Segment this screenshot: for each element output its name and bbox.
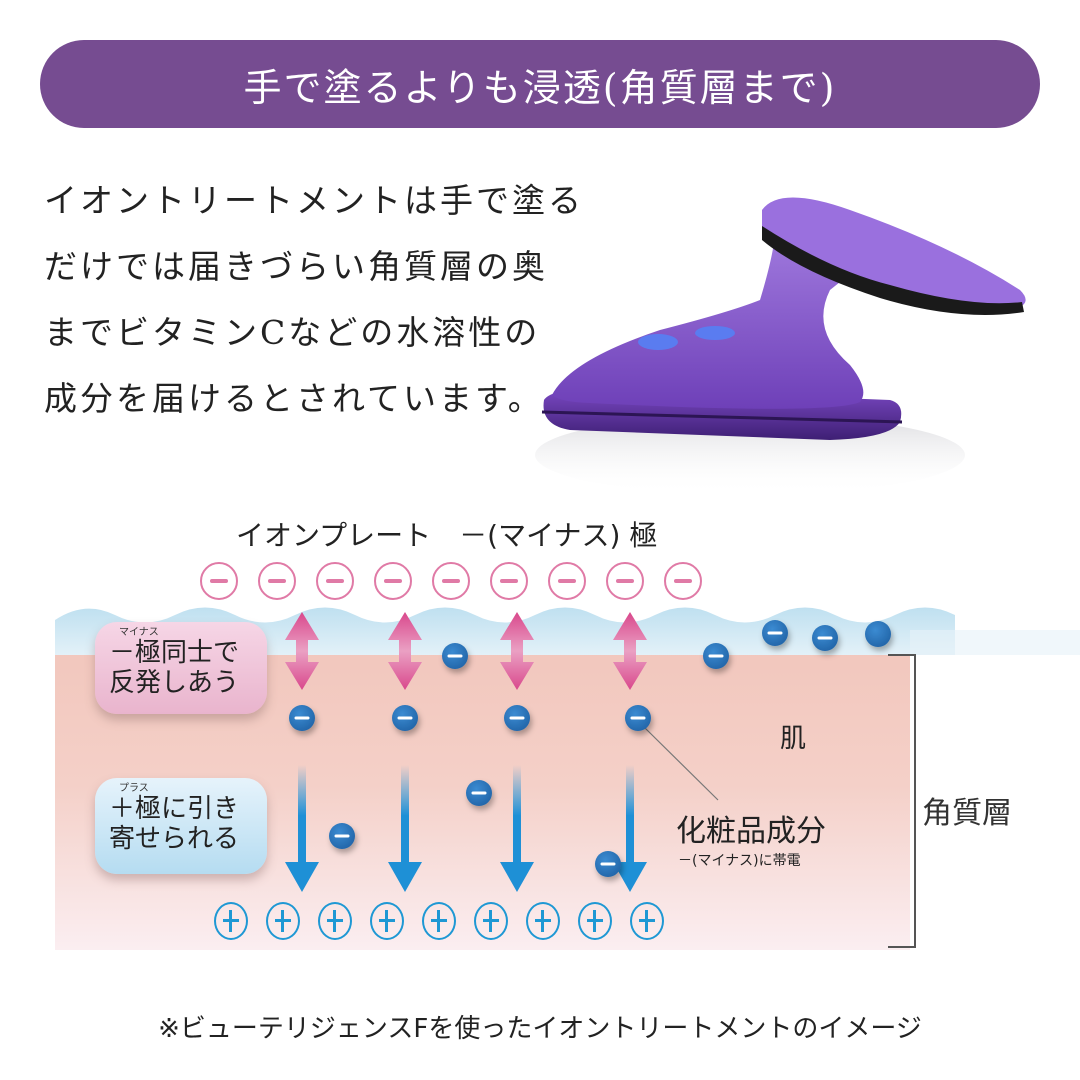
banner-title: 手で塗るよりも浸透(角質層まで) — [243, 65, 837, 110]
attract-ruby: プラス — [119, 783, 149, 794]
minus-circle-icon — [664, 562, 702, 600]
repel-ruby: マイナス — [119, 627, 159, 638]
plus-circle-icon — [474, 902, 508, 940]
repel-line-1: －極同士で — [109, 638, 240, 668]
ion-plate-title: イオンプレート －(マイナス) 極 — [236, 519, 658, 552]
title-banner: 手で塗るよりも浸透(角質層まで) — [40, 40, 1040, 128]
plus-circle-icon — [630, 902, 664, 940]
minus-circle-icon — [200, 562, 238, 600]
plus-circle-icon — [578, 902, 612, 940]
intro-line: イオントリートメントは手で塗る — [44, 181, 584, 220]
intro-line: 成分を届けるとされています。 — [44, 379, 544, 418]
facial-device-icon — [530, 190, 1080, 500]
attract-line-1: ＋極に引き — [109, 794, 240, 824]
plus-circle-icon — [214, 902, 248, 940]
cosmetic-label-sub: －(マイナス)に帯電 — [678, 853, 801, 869]
attract-line-2: 寄せられる — [109, 824, 240, 854]
plus-circle-icon — [526, 902, 560, 940]
minus-circle-icon — [490, 562, 528, 600]
footnote: ※ビューテリジェンスFを使ったイオントリートメントのイメージ — [158, 1014, 922, 1044]
minus-circle-icon — [374, 562, 412, 600]
plus-circle-icon — [422, 902, 456, 940]
plus-circle-icon — [370, 902, 404, 940]
minus-circle-icon — [316, 562, 354, 600]
repel-line-2: 反発しあう — [109, 668, 240, 698]
positive-plate-row — [214, 902, 664, 940]
intro-line: だけでは届きづらい角質層の奥 — [44, 247, 548, 286]
plus-circle-icon — [266, 902, 300, 940]
minus-circle-icon — [548, 562, 586, 600]
intro-line: までビタミンCなどの水溶性の — [44, 313, 541, 352]
stratum-corneum-bracket — [888, 654, 916, 948]
attract-explanation-bubble: プラス ＋極に引き 寄せられる — [95, 778, 267, 874]
plus-circle-icon — [318, 902, 352, 940]
ion-treatment-diagram: イオンプレート －(マイナス) 極 — [0, 500, 1080, 980]
cosmetic-label-main: 化粧品成分 — [676, 814, 826, 849]
cosmetic-ingredient-label: 化粧品成分 －(マイナス)に帯電 — [676, 806, 826, 870]
minus-circle-icon — [606, 562, 644, 600]
minus-circle-icon — [432, 562, 470, 600]
repel-explanation-bubble: マイナス －極同士で 反発しあう — [95, 622, 267, 714]
intro-paragraph: イオントリートメントは手で塗る だけでは届きづらい角質層の奥 までビタミンCなど… — [44, 168, 584, 432]
minus-circle-icon — [258, 562, 296, 600]
skin-label: 肌 — [780, 724, 807, 754]
negative-plate-row — [200, 562, 702, 600]
stratum-corneum-label: 角質層 — [922, 796, 1012, 831]
